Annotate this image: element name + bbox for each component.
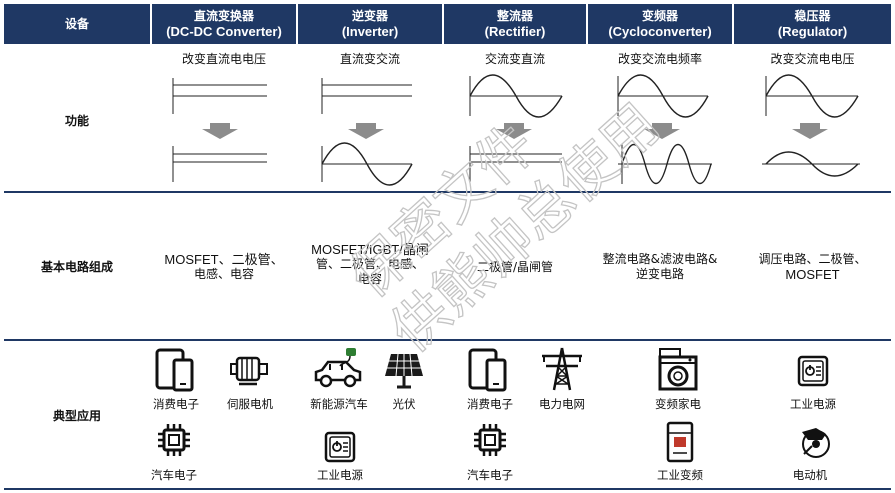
- app-label-servo-motor: 伺服电机: [227, 397, 273, 411]
- down-arrow-icon: [202, 123, 238, 139]
- power-supply-icon: [324, 431, 356, 463]
- header-regulator-zh: 稳压器: [794, 9, 831, 23]
- header-cyclo-zh: 变频器: [641, 9, 678, 23]
- cyclo-waveform: [617, 74, 712, 185]
- power-supply-icon: [797, 355, 829, 387]
- header-inverter-zh: 逆变器: [351, 9, 388, 23]
- phone-tablet-icon: [468, 348, 507, 392]
- chip-icon: [474, 424, 506, 456]
- row-label-circuit: 基本电路组成: [40, 260, 113, 274]
- function-rectifier: 交流变直流: [484, 52, 545, 66]
- app-label-industrial-frequency-conversion: 工业变频: [657, 468, 703, 482]
- down-arrow-icon: [348, 123, 384, 139]
- header-divider: [586, 4, 588, 44]
- function-dcdc: 改变直流电电压: [181, 52, 266, 66]
- electric-saw-icon: [802, 428, 830, 458]
- row-divider: [4, 191, 891, 193]
- header-dcdc: 直流变换器 (DC-DC Converter): [152, 4, 296, 44]
- function-waveforms: [172, 74, 860, 186]
- app-label-consumer-electronics: 消费电子: [467, 397, 513, 411]
- header-rectifier-zh: 整流器: [496, 9, 533, 23]
- circuit-inverter-line3: 电容: [357, 272, 382, 286]
- circuit-regulator-line1: 调压电路、二极管、: [758, 252, 867, 266]
- washing-machine-icon: [658, 348, 698, 391]
- header-device-label: 设备: [64, 17, 89, 31]
- app-label-photovoltaic: 光伏: [392, 397, 416, 411]
- circuit-regulator-line2: MOSFET: [785, 267, 840, 282]
- app-label-auto-electronics: 汽车电子: [151, 468, 197, 482]
- regulator-waveform: [762, 74, 860, 177]
- header-divider: [296, 4, 298, 44]
- circuit-inverter-line1: MOSFET/IGBT/晶闸: [311, 242, 429, 257]
- row-label-application: 典型应用: [52, 409, 101, 423]
- industrial-inverter-icon: [666, 421, 694, 463]
- circuit-dcdc-line2: 电感、电容: [193, 267, 254, 281]
- function-cyclo: 改变交流电频率: [617, 52, 702, 66]
- header-rectifier: 整流器 (Rectifier): [444, 4, 586, 44]
- chip-icon: [158, 424, 190, 456]
- row-divider: [4, 488, 891, 490]
- header-divider: [442, 4, 444, 44]
- app-label-industrial-power: 工业电源: [317, 468, 363, 482]
- circuit-rectifier: 二极管/晶闸管: [476, 260, 554, 274]
- header-cyclo: 变频器 (Cycloconverter): [588, 4, 732, 44]
- app-label-industrial-power: 工业电源: [790, 397, 836, 411]
- power-tower-icon: [542, 347, 582, 391]
- header-divider: [150, 4, 152, 44]
- solar-panel-icon: [385, 353, 423, 389]
- phone-tablet-icon: [155, 348, 194, 392]
- header-regulator-en: (Regulator): [777, 24, 848, 39]
- app-label-inverter-appliance: 变频家电: [655, 397, 701, 411]
- row-label-function: 功能: [64, 114, 89, 128]
- circuit-regulator: 调压电路、二极管、 MOSFET: [734, 252, 891, 282]
- inverter-waveform: [321, 78, 413, 186]
- dcdc-waveform: [172, 78, 267, 182]
- circuit-dcdc-line1: MOSFET、二极管、: [164, 252, 284, 267]
- header-dcdc-zh: 直流变换器: [193, 9, 254, 23]
- header-inverter-en: (Inverter): [341, 24, 399, 39]
- header-divider: [732, 4, 734, 44]
- app-label-consumer-electronics: 消费电子: [153, 397, 199, 411]
- app-label-auto-electronics: 汽车电子: [467, 468, 513, 482]
- app-label-nev: 新能源汽车: [310, 397, 368, 411]
- header-device: 设备: [4, 4, 150, 44]
- header-inverter: 逆变器 (Inverter): [298, 4, 442, 44]
- function-regulator: 改变交流电电压: [770, 52, 855, 66]
- circuit-inverter-line2: 管、二极管、电感、: [315, 257, 424, 271]
- rectifier-waveform: [469, 74, 563, 182]
- header-rectifier-en: (Rectifier): [484, 24, 546, 39]
- header-cyclo-en: (Cycloconverter): [608, 24, 712, 39]
- app-label-power-grid: 电力电网: [539, 397, 585, 411]
- circuit-cyclo-line2: 逆变电路: [635, 267, 684, 281]
- circuit-inverter: MOSFET/IGBT/晶闸 管、二极管、电感、 电容: [298, 242, 442, 287]
- down-arrow-icon: [496, 123, 532, 139]
- down-arrow-icon: [644, 123, 680, 139]
- function-inverter: 直流变交流: [339, 52, 400, 66]
- circuit-cyclo-line1: 整流电路&滤波电路&: [602, 252, 718, 266]
- header-dcdc-en: (DC-DC Converter): [166, 24, 282, 39]
- header-regulator: 稳压器 (Regulator): [734, 4, 891, 44]
- down-arrow-icon: [792, 123, 828, 139]
- row-divider: [4, 339, 891, 341]
- electric-car-icon: [314, 348, 362, 388]
- circuit-dcdc: MOSFET、二极管、 电感、电容: [152, 252, 296, 282]
- app-label-electric-motor: 电动机: [792, 468, 828, 482]
- circuit-cyclo: 整流电路&滤波电路& 逆变电路: [588, 252, 732, 282]
- servo-motor-icon: [230, 356, 268, 386]
